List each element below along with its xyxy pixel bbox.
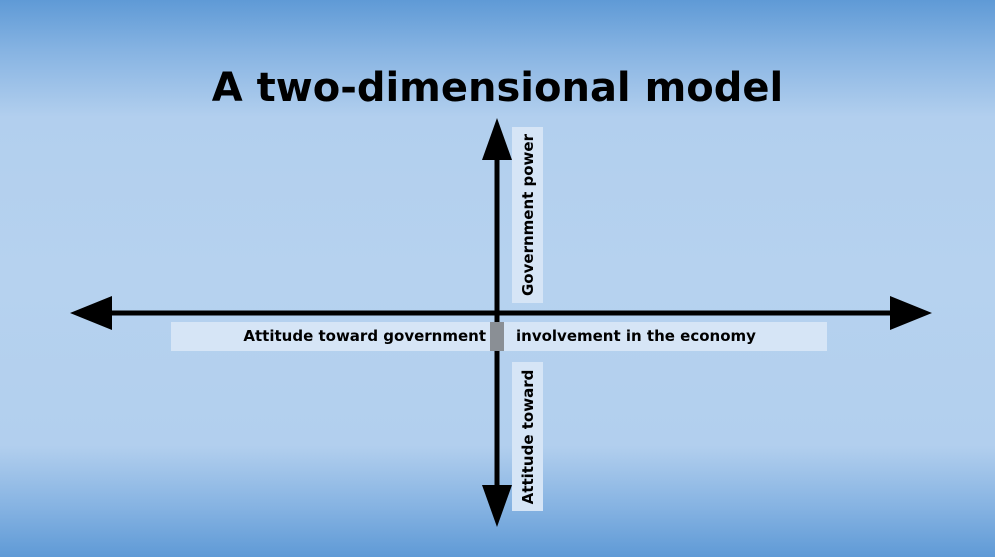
horizontal-axis-label-right: involvement in the economy: [516, 327, 756, 345]
vertical-axis-bottom-arrowhead: [482, 485, 512, 527]
horizontal-axis-left-arrowhead: [70, 296, 112, 330]
vertical-axis-top-label-box: Government power: [512, 127, 543, 303]
horizontal-axis-right-arrowhead: [890, 296, 932, 330]
vertical-axis-bottom-label-box: Attitude toward: [512, 362, 543, 511]
horizontal-axis-label-left: Attitude toward government: [243, 327, 486, 345]
axis-intersection-mark: [490, 322, 504, 351]
slide-title: A two-dimensional model: [211, 65, 784, 111]
vertical-axis-top-arrowhead: [482, 118, 512, 160]
